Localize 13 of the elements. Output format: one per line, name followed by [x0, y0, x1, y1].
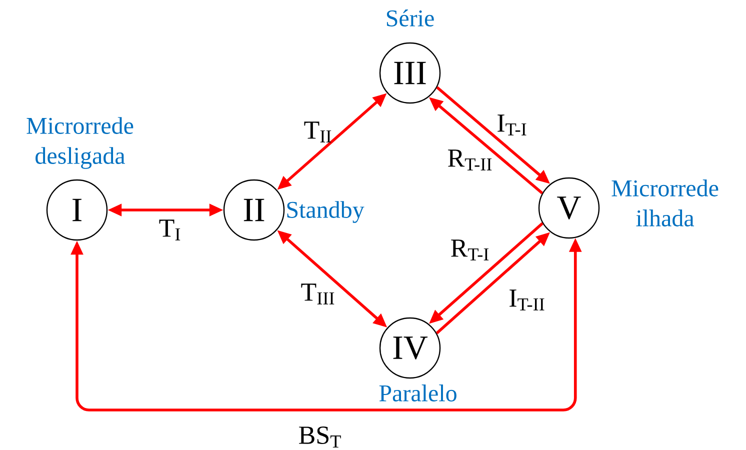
- edge-label: T$_{II}$: [304, 122, 332, 142]
- state-label: Paralelo: [379, 384, 456, 402]
- edge-label: R$_{T-I}$: [451, 240, 489, 260]
- state-label: Série: [386, 10, 434, 26]
- edge-label: R$_{T-II}$: [448, 150, 492, 170]
- state-label: Microrrede desligada: [26, 117, 134, 169]
- edge-label: I$_{T-I}$: [498, 114, 526, 136]
- edge-label: T$_{III}$: [301, 284, 334, 304]
- edge-label: T$_{I}$: [159, 220, 180, 240]
- edge-label: BS$_{T}$: [299, 426, 341, 448]
- state-label: Standby: [287, 201, 364, 223]
- edge-label: I$_{T-II}$: [510, 290, 544, 310]
- state-label: Microrrede ilhada: [612, 180, 718, 226]
